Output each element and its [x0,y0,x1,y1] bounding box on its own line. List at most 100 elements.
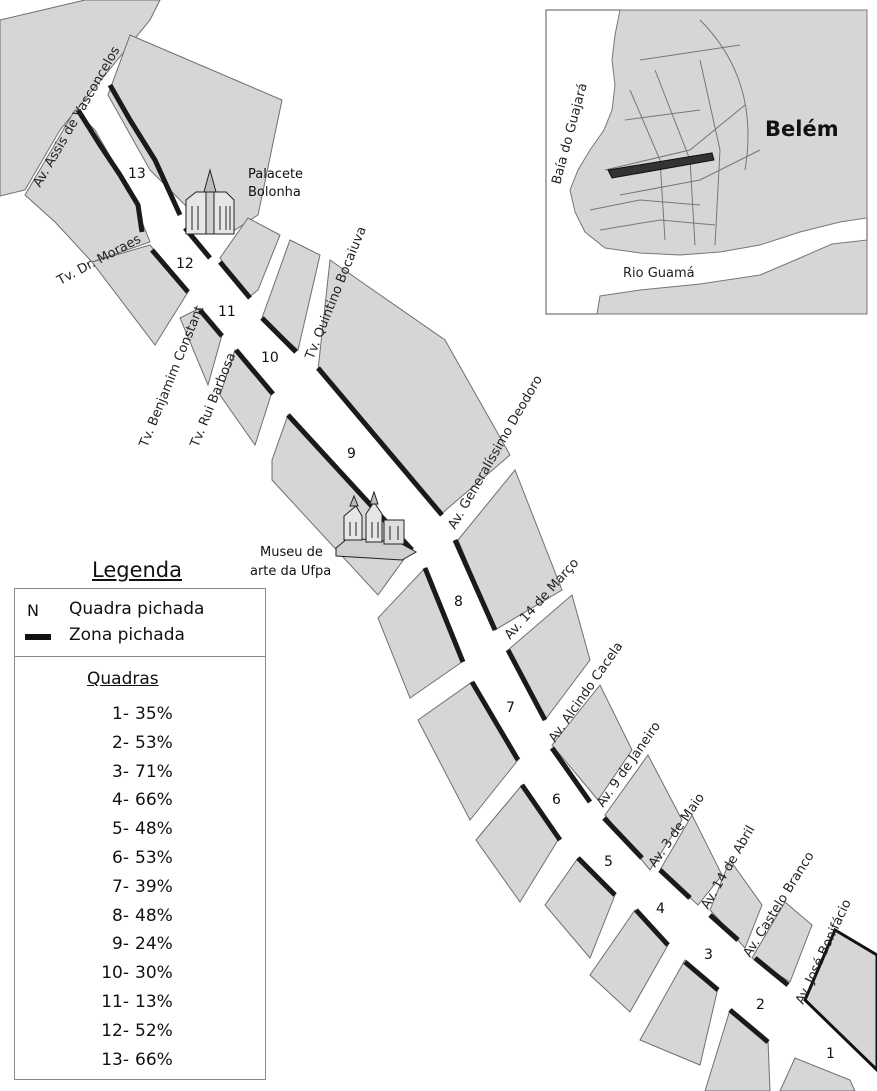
quadra-number-8: 8 [454,594,463,610]
quadras-list: 1- 35% 2- 53% 3- 71% 4- 66% 5- 48% 6- 53% 7- 39… [87,704,237,1078]
inset-streets [589,19,761,246]
quadra-row-percent: 66% [135,790,173,811]
legend-keys: N Quadra pichada Zona pichada [15,589,265,657]
quadra-number-6: 6 [552,792,561,808]
quadra-row-number: 3- [112,761,129,782]
legend-box: N Quadra pichada Zona pichada Quadras 1-… [14,588,266,1080]
zone-line [316,366,444,517]
quadra-row-percent: 35% [135,704,173,724]
quadra-number-2: 2 [756,997,765,1013]
quadra-number-5: 5 [604,854,613,870]
block-south-1 [779,1057,856,1091]
zone-line [505,648,548,722]
legend-symbol-n: N [27,601,39,620]
zone-line [658,868,692,900]
museu-label-line2: arte da Ufpa [250,564,331,579]
quadra-row-percent: 71% [135,761,173,782]
quadra-row-number: 4- [112,790,129,811]
zone-line [469,680,521,762]
inset-city-label: Belém [765,117,839,141]
inset-study-area [607,152,715,179]
quadra-row-percent: 24% [135,934,173,955]
palacete-label-line1: Palacete [248,167,303,182]
zone-line [708,913,740,942]
quadra-row-percent: 30% [135,963,173,984]
quadra-row-number: 11- [101,991,129,1012]
zone-line [75,108,145,233]
quadra-row: 1- 35% [87,704,237,733]
quadra-row-number: 5- [112,819,129,840]
zone-line [549,746,593,804]
quadra-row: 4- 66% [87,790,237,819]
block-west-5 [544,857,616,959]
block-west-2 [704,1009,771,1091]
inset-river-label: Rio Guamá [623,266,695,281]
quadra-row-number: 8- [112,905,129,926]
zone-line [150,248,190,294]
block-east-1 [803,927,877,1073]
museu-icon [335,490,418,561]
quadra-number-1: 1 [826,1046,835,1062]
quadra-number-10: 10 [261,350,279,366]
quadra-row-number: 9- [112,934,129,955]
legend-zone-line-symbol [25,634,51,640]
block-far-northwest [0,0,161,197]
quadra-row-percent: 48% [135,819,173,840]
quadra-number-4: 4 [656,901,665,917]
inset-land-north [569,9,868,256]
zone-line [683,960,720,992]
zone-line [576,856,617,897]
quadra-row: 8- 48% [87,906,237,935]
quadra-row-percent: 53% [135,847,173,868]
quadra-row-percent: 53% [135,732,173,753]
quadra-number-11: 11 [218,304,236,320]
quadra-row-number: 2- [112,732,129,753]
zone-line [260,316,298,354]
legend-zona-label: Zona pichada [69,625,185,645]
quadra-number-9: 9 [347,446,356,462]
quadra-numbers: 1 2 3 4 5 6 7 8 9 10 11 12 13 [128,166,835,1062]
zone-line [218,260,252,300]
quadra-row-number: 10- [101,963,129,984]
block-east-6 [551,684,633,801]
zone-line [198,308,224,338]
quadra-row-percent: 13% [135,991,173,1012]
inset-map: Belém Baía do Guajará Rio Guamá [545,9,868,315]
quadra-row-number: 13- [101,1049,129,1070]
quadra-row: 9- 24% [87,934,237,963]
palacete-label-line2: Bolonha [248,185,301,200]
zone-line [634,908,670,947]
zone-line [452,538,498,632]
quadra-row: 13- 66% [87,1050,237,1079]
block-west-7 [417,681,519,821]
inset-land-south [596,239,868,315]
legend-key-zona: Zona pichada [15,625,265,649]
zone-line [602,816,644,860]
zone-line [519,783,563,842]
quadra-row-number: 12- [101,1020,129,1041]
quadra-row-percent: 66% [135,1049,173,1070]
quadra-row-number: 6- [112,847,129,868]
quadra-row-number: 1- [112,704,129,724]
palacete-bolonha-icon [185,168,235,235]
legend-key-quadra: N Quadra pichada [15,599,265,623]
block-west-3 [639,959,719,1066]
museu-label-line1: Museu de [260,545,323,560]
zone-line [107,83,183,217]
quadra-row: 2- 53% [87,733,237,762]
quadra-number-3: 3 [704,947,713,963]
legend-title: Legenda [92,558,183,582]
quadra-row: 12-52% [87,1021,237,1050]
quadra-row-number: 7- [112,876,129,897]
quadras-title: Quadras [87,669,159,689]
quadra-number-7: 7 [506,700,515,716]
quadra-number-12: 12 [176,256,194,272]
quadra-row-percent: 39% [135,876,173,897]
zone-line [422,567,466,663]
quadra-row: 6- 53% [87,848,237,877]
quadra-row: 5- 48% [87,819,237,848]
quadra-row-percent: 48% [135,905,173,926]
legend-quadra-label: Quadra pichada [69,599,205,619]
zone-line [728,1008,770,1044]
